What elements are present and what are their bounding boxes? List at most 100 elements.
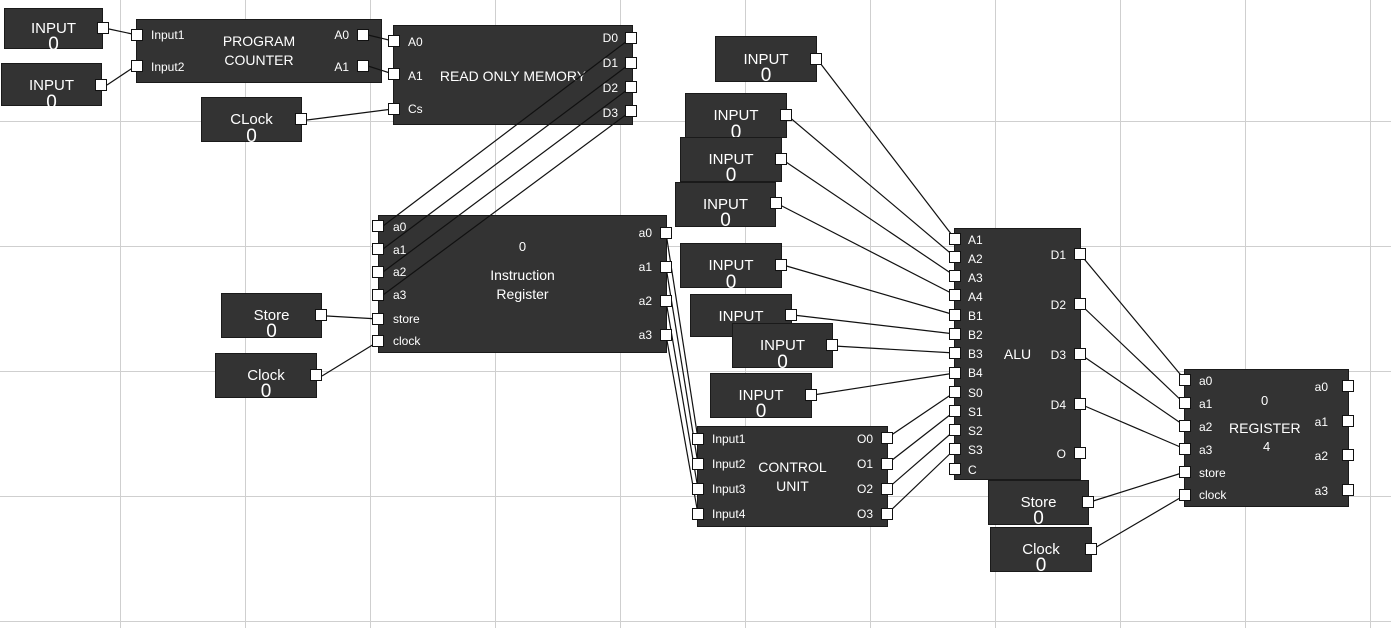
input-block[interactable]: INPUT 0 <box>685 93 787 142</box>
clock-input-block[interactable]: CLock 0 <box>201 97 302 146</box>
reg-clock-port[interactable] <box>1179 489 1191 501</box>
reg-in-a1-port[interactable] <box>1179 397 1191 409</box>
alu-block[interactable]: ALU A1 A2 A3 A4 B1 B2 B3 B4 S0 S1 S2 S3 … <box>954 228 1081 480</box>
input-output-port[interactable] <box>770 197 782 209</box>
input-block[interactable]: INPUT 0 <box>715 36 817 85</box>
cu-input1-port[interactable] <box>692 433 704 445</box>
ir-out-a1-label: a1 <box>638 260 652 274</box>
instruction-register-title-2: Register <box>496 286 549 302</box>
cu-input2-port[interactable] <box>692 458 704 470</box>
input-output-port[interactable] <box>775 259 787 271</box>
alu-s2-port[interactable] <box>949 424 961 436</box>
ir-out-a3-port[interactable] <box>660 329 672 341</box>
ir-out-a2-port[interactable] <box>660 295 672 307</box>
alu-o-port[interactable] <box>1074 447 1086 459</box>
ir-store-port[interactable] <box>372 313 384 325</box>
alu-b4-port[interactable] <box>949 367 961 379</box>
cu-o1-port[interactable] <box>881 458 893 470</box>
control-unit-block[interactable]: CONTROL UNIT Input1 Input2 Input3 Input4… <box>697 426 888 527</box>
pc-input1-port[interactable] <box>131 29 143 41</box>
rom-block[interactable]: READ ONLY MEMORY A0 A1 Cs D0 D1 D2 D3 <box>393 25 633 125</box>
reg-in-a0-label: a0 <box>1199 374 1213 388</box>
alu-s1-port[interactable] <box>949 405 961 417</box>
clock-output-port[interactable] <box>310 369 322 381</box>
reg-out-a2-port[interactable] <box>1342 449 1354 461</box>
rom-d3-port[interactable] <box>625 105 637 117</box>
alu-d4-port[interactable] <box>1074 398 1086 410</box>
ir-clock-port[interactable] <box>372 335 384 347</box>
input-label: INPUT <box>738 387 784 404</box>
pc-a0-port[interactable] <box>357 29 369 41</box>
ir-out-a1-port[interactable] <box>660 261 672 273</box>
store-output-port[interactable] <box>315 309 327 321</box>
reg-in-a0-port[interactable] <box>1179 374 1191 386</box>
input-output-port[interactable] <box>775 153 787 165</box>
alu-d1-port[interactable] <box>1074 248 1086 260</box>
pc-input2-port[interactable] <box>131 60 143 72</box>
store-input-block[interactable]: Store 0 <box>221 293 322 341</box>
pc-a1-port[interactable] <box>357 60 369 72</box>
alu-d2-port[interactable] <box>1074 298 1086 310</box>
instruction-register-block[interactable]: 0 Instruction Register a0 a1 a2 a3 store… <box>378 215 667 353</box>
ir-in-a2-port[interactable] <box>372 266 384 278</box>
control-unit-title-2: UNIT <box>776 478 809 494</box>
input-output-port[interactable] <box>810 53 822 65</box>
input-block[interactable]: INPUT 0 <box>4 8 103 54</box>
clock-input-block[interactable]: Clock 0 <box>215 353 317 401</box>
alu-s3-port[interactable] <box>949 443 961 455</box>
ir-in-a0-port[interactable] <box>372 220 384 232</box>
input-block[interactable]: INPUT 0 <box>1 63 102 112</box>
rom-cs-label: Cs <box>408 102 423 116</box>
input-block[interactable]: INPUT 0 <box>732 323 833 372</box>
input-block[interactable]: INPUT 0 <box>680 137 782 185</box>
rom-a1-port[interactable] <box>388 68 400 80</box>
cu-input4-port[interactable] <box>692 508 704 520</box>
alu-a4-port[interactable] <box>949 289 961 301</box>
store-input-block[interactable]: Store 0 <box>988 480 1089 528</box>
input-output-port[interactable] <box>805 389 817 401</box>
input-value: 0 <box>755 401 767 422</box>
store-output-port[interactable] <box>1082 496 1094 508</box>
input-output-port[interactable] <box>97 22 109 34</box>
alu-a1-port[interactable] <box>949 233 961 245</box>
alu-c-port[interactable] <box>949 463 961 475</box>
input-output-port[interactable] <box>785 309 797 321</box>
register-block[interactable]: 0 REGISTER 4 a0 a1 a2 a3 store clock a0 … <box>1184 369 1349 507</box>
ir-in-a1-port[interactable] <box>372 243 384 255</box>
cu-o0-port[interactable] <box>881 432 893 444</box>
input-block[interactable]: INPUT 0 <box>710 373 812 422</box>
rom-a0-port[interactable] <box>388 35 400 47</box>
rom-cs-port[interactable] <box>388 103 400 115</box>
alu-b1-port[interactable] <box>949 309 961 321</box>
alu-a2-port[interactable] <box>949 251 961 263</box>
alu-a3-port[interactable] <box>949 270 961 282</box>
rom-d2-port[interactable] <box>625 81 637 93</box>
input-value: 0 <box>777 352 788 373</box>
alu-d3-port[interactable] <box>1074 348 1086 360</box>
input-output-port[interactable] <box>780 109 792 121</box>
alu-b3-port[interactable] <box>949 347 961 359</box>
reg-out-a0-port[interactable] <box>1342 380 1354 392</box>
ir-in-a3-port[interactable] <box>372 289 384 301</box>
clock-output-port[interactable] <box>1085 543 1097 555</box>
program-counter-block[interactable]: PROGRAM COUNTER Input1 Input2 A0 A1 <box>136 19 382 83</box>
cu-o3-port[interactable] <box>881 508 893 520</box>
ir-out-a0-port[interactable] <box>660 227 672 239</box>
input-block[interactable]: INPUT 0 <box>680 243 782 292</box>
reg-in-a3-port[interactable] <box>1179 443 1191 455</box>
rom-d1-port[interactable] <box>625 57 637 69</box>
input-block[interactable]: INPUT 0 <box>675 182 776 230</box>
reg-out-a3-port[interactable] <box>1342 484 1354 496</box>
reg-in-a2-port[interactable] <box>1179 420 1191 432</box>
alu-s0-port[interactable] <box>949 386 961 398</box>
input-output-port[interactable] <box>826 339 838 351</box>
cu-input3-port[interactable] <box>692 483 704 495</box>
cu-o2-port[interactable] <box>881 483 893 495</box>
clock-input-block[interactable]: Clock 0 <box>990 527 1092 575</box>
input-output-port[interactable] <box>95 79 107 91</box>
alu-b2-port[interactable] <box>949 328 961 340</box>
reg-store-port[interactable] <box>1179 466 1191 478</box>
reg-out-a1-port[interactable] <box>1342 415 1354 427</box>
clock-output-port[interactable] <box>295 113 307 125</box>
rom-d0-port[interactable] <box>625 32 637 44</box>
